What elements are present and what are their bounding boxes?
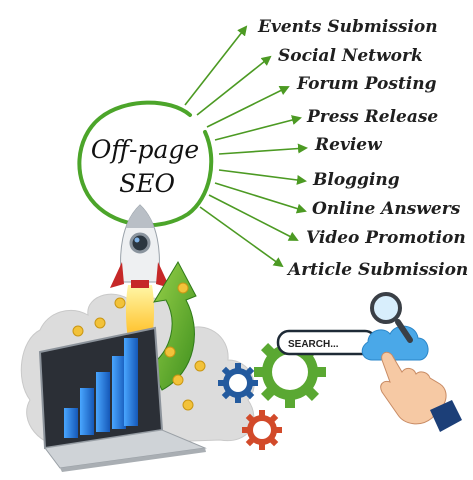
label-social-network: Social Network xyxy=(278,46,423,66)
label-events-submission: Events Submission xyxy=(257,17,438,37)
gear-blue-icon xyxy=(218,363,258,403)
arrow-video xyxy=(208,194,299,241)
label-online-answers: Online Answers xyxy=(312,199,461,219)
label-forum-posting: Forum Posting xyxy=(296,74,437,94)
search-bar: SEARCH... xyxy=(276,329,378,356)
chart-bar xyxy=(124,338,138,426)
arrow-press xyxy=(214,115,302,141)
title-line2: SEO xyxy=(119,169,175,198)
label-review: Review xyxy=(314,135,383,155)
chart-bar xyxy=(64,408,78,438)
bar-chart-icon xyxy=(64,338,138,438)
arrow-answers xyxy=(214,182,307,214)
growth-arrow-icon xyxy=(149,260,197,391)
title-line1: Off-page xyxy=(91,135,199,164)
arrow-article xyxy=(199,206,284,268)
title-ring xyxy=(77,100,214,228)
label-press-release: Press Release xyxy=(306,107,438,127)
arrow-social xyxy=(196,55,272,116)
label-article-submission: Article Submission xyxy=(286,260,468,280)
chart-bar xyxy=(80,388,94,435)
arrow-forum xyxy=(206,86,290,128)
gear-red-icon xyxy=(242,410,282,450)
cloud-icon xyxy=(361,325,429,361)
arrow-review xyxy=(218,143,308,155)
chart-bar xyxy=(112,356,126,429)
chart-bar xyxy=(96,372,110,432)
rocket-icon xyxy=(110,204,170,288)
label-blogging: Blogging xyxy=(312,170,400,190)
search-bar-text: SEARCH... xyxy=(288,339,339,350)
magnifier-icon xyxy=(370,292,413,343)
arrow-group xyxy=(184,25,308,268)
hand-icon xyxy=(380,351,462,432)
arrow-events xyxy=(184,25,248,106)
label-video-promotion: Video Promotion xyxy=(306,228,466,248)
arrow-blogging xyxy=(218,169,307,185)
